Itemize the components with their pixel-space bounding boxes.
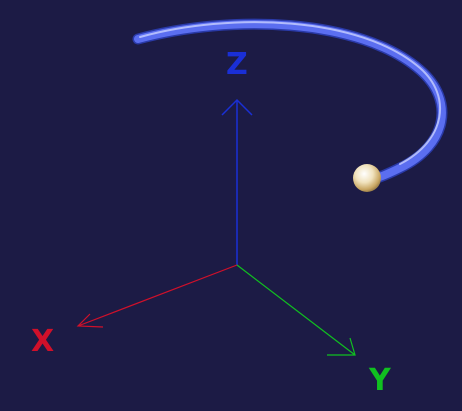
trajectory-tube bbox=[132, 18, 448, 186]
x-axis-label: X bbox=[31, 324, 54, 359]
y-axis-label: Y bbox=[368, 363, 392, 398]
particle-sphere[interactable] bbox=[353, 164, 381, 192]
x-axis bbox=[76, 264, 238, 328]
y-axis bbox=[236, 264, 356, 356]
z-axis-label: Z bbox=[226, 47, 248, 82]
z-axis bbox=[221, 98, 253, 265]
